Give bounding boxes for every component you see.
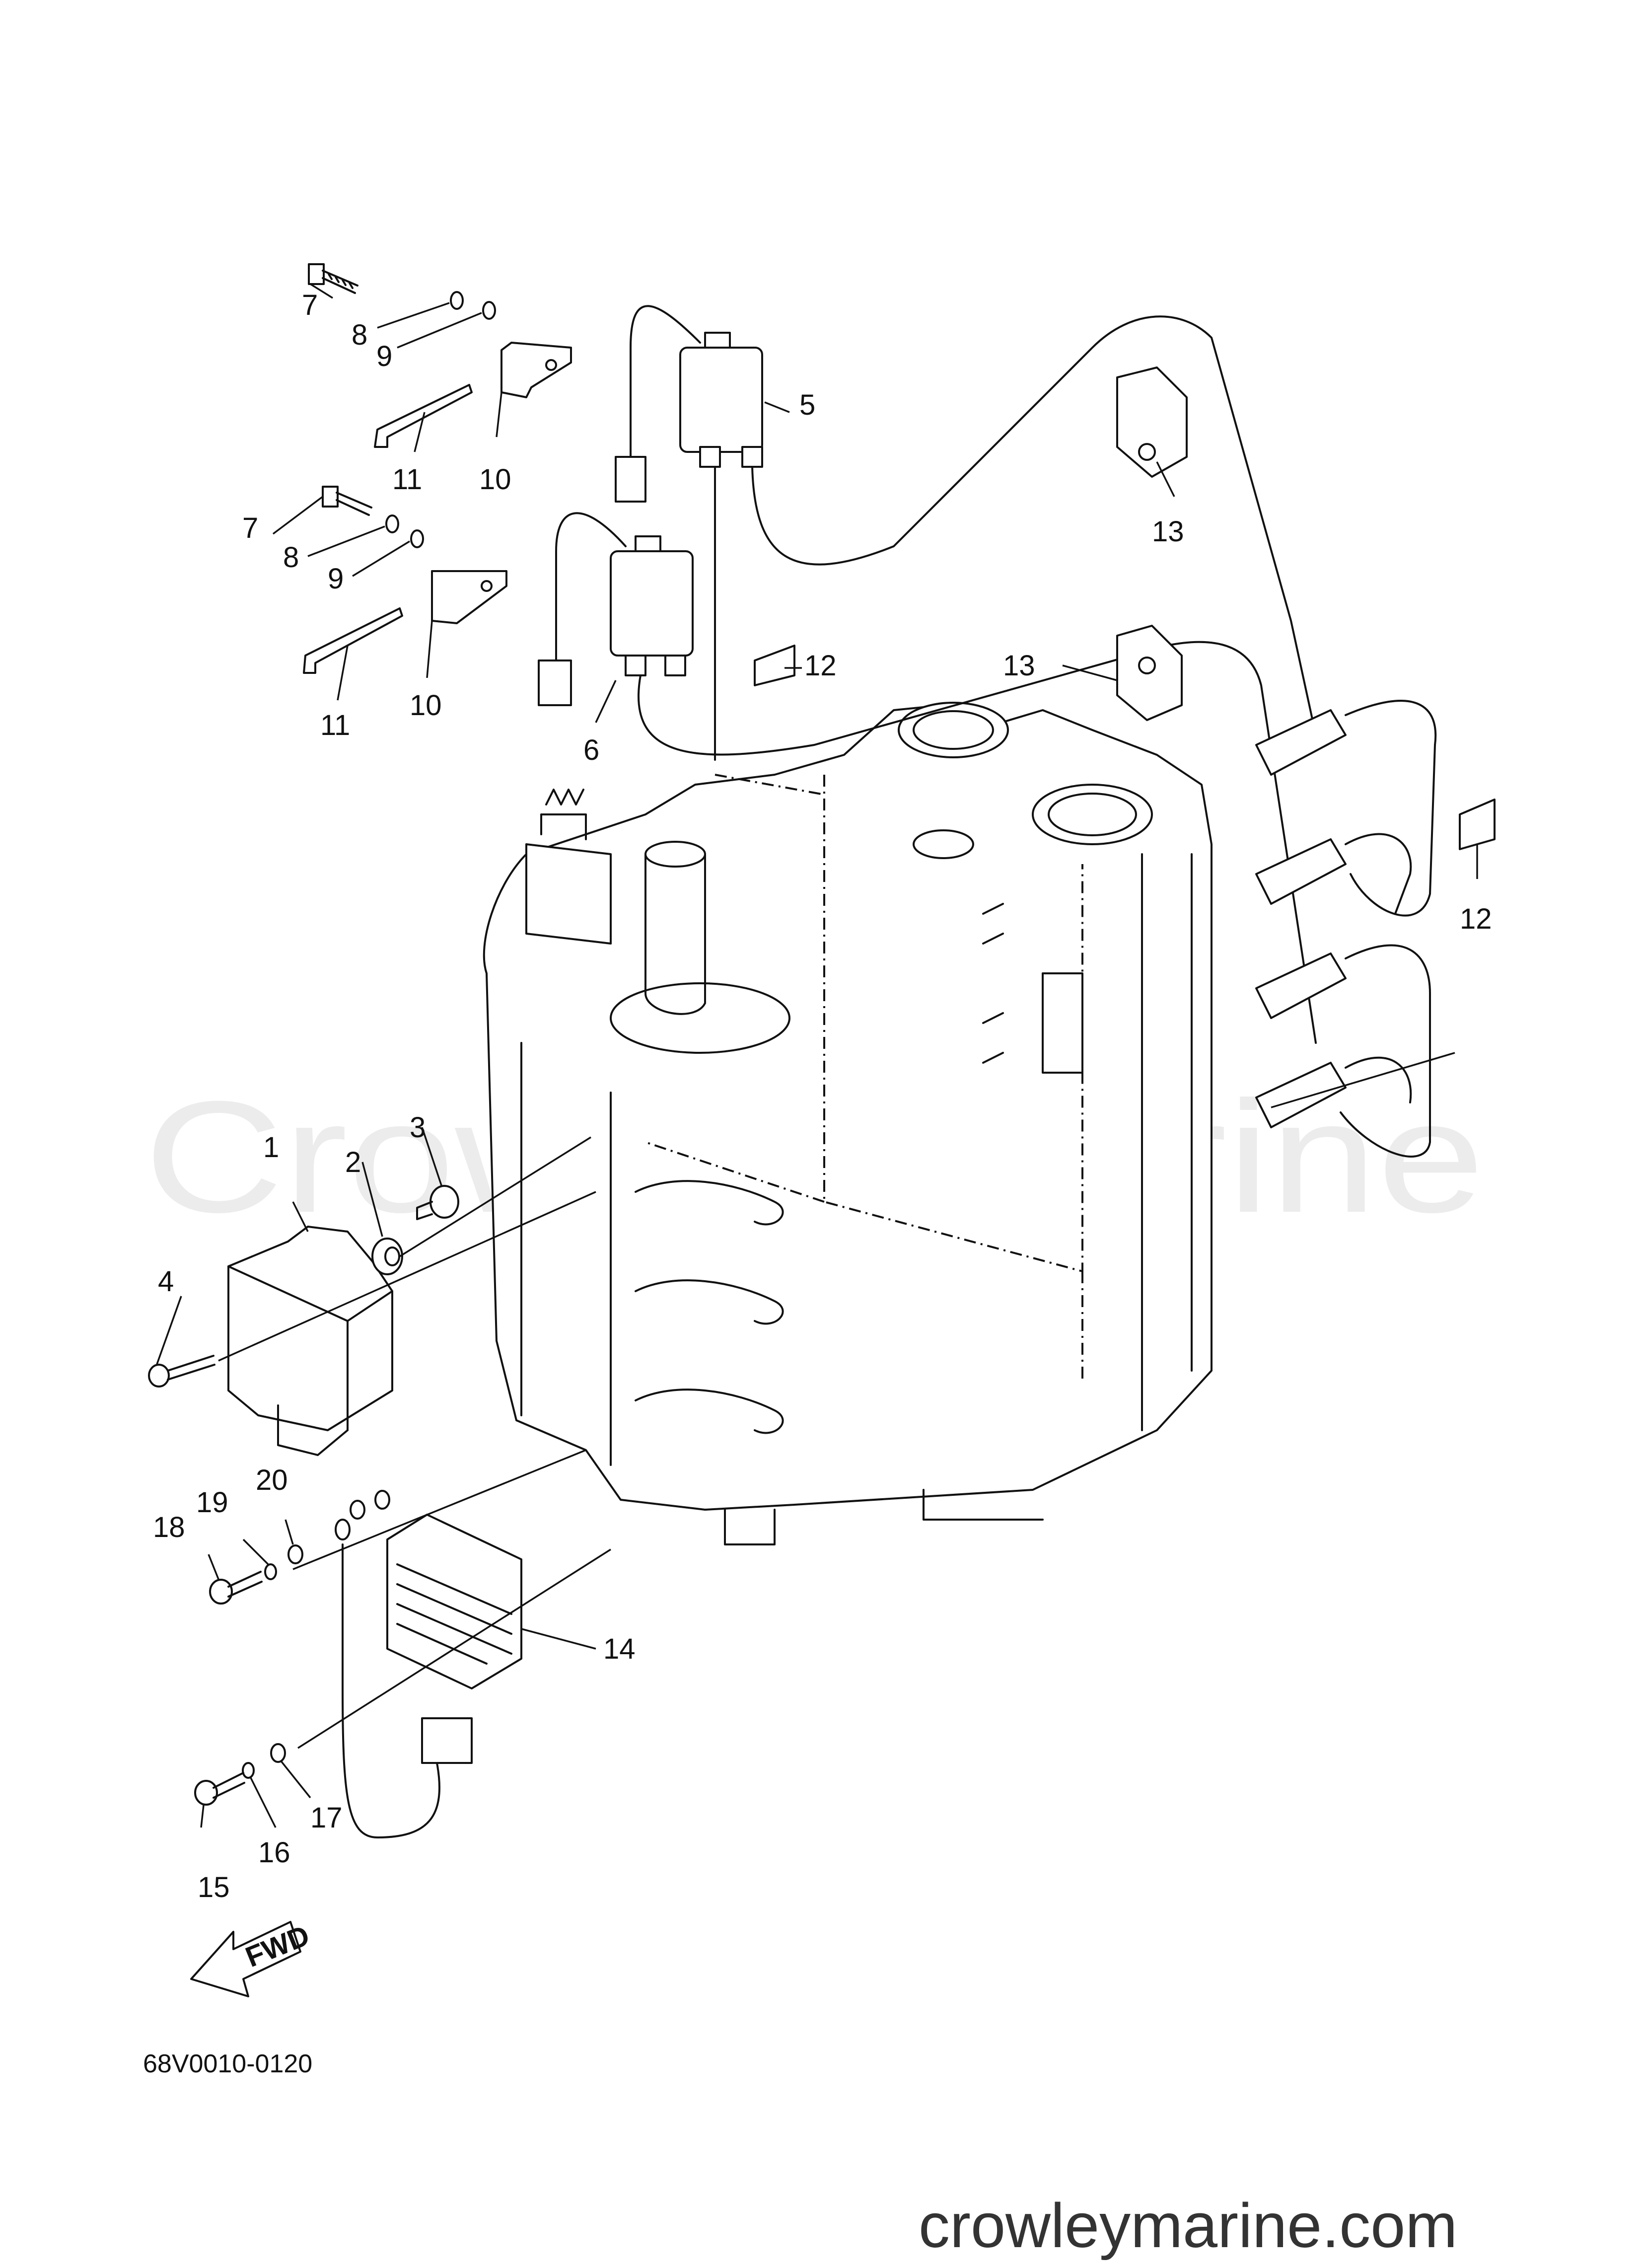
bolt-upper bbox=[308, 263, 358, 294]
grommet bbox=[371, 1238, 403, 1275]
callout-10-upper: 10 bbox=[479, 463, 511, 496]
coil-bracket-lower bbox=[431, 570, 507, 624]
callout-13-upper: 13 bbox=[1152, 515, 1184, 548]
washers bbox=[385, 291, 496, 548]
callout-3: 3 bbox=[410, 1111, 426, 1144]
callout-19: 19 bbox=[196, 1486, 228, 1519]
callout-16: 16 bbox=[258, 1836, 290, 1869]
callout-10-lower: 10 bbox=[410, 689, 442, 722]
callout-17: 17 bbox=[310, 1802, 343, 1834]
callout-6: 6 bbox=[583, 734, 599, 766]
callout-12-upper: 12 bbox=[804, 650, 837, 682]
callout-7-upper: 7 bbox=[302, 289, 318, 321]
callout-7-lower: 7 bbox=[242, 512, 258, 544]
callout-9-upper: 9 bbox=[376, 340, 392, 372]
website-url: crowleymarine.com bbox=[919, 2191, 1457, 2261]
callout-labels: 7 8 9 10 11 5 13 7 8 9 12 13 10 11 6 12 … bbox=[153, 289, 1492, 1903]
callout-12-lower: 12 bbox=[1460, 903, 1492, 935]
collar bbox=[416, 1185, 459, 1220]
bracket-tabs bbox=[350, 1490, 390, 1520]
coil-holders bbox=[1116, 366, 1188, 721]
coil-bracket-upper bbox=[500, 342, 572, 398]
diagram-part-code: 68V0010-0120 bbox=[143, 2049, 312, 2078]
cdi-unit bbox=[227, 1226, 393, 1456]
callout-1: 1 bbox=[263, 1131, 279, 1164]
callout-13-lower: 13 bbox=[1003, 650, 1035, 682]
callout-2: 2 bbox=[345, 1146, 361, 1178]
spark-plug-caps bbox=[1255, 700, 1437, 1158]
callout-4: 4 bbox=[158, 1265, 174, 1298]
callout-5: 5 bbox=[799, 389, 815, 421]
callout-8-upper: 8 bbox=[352, 319, 367, 351]
callout-20: 20 bbox=[256, 1464, 288, 1496]
callout-18: 18 bbox=[153, 1511, 185, 1543]
cdi-bolt bbox=[148, 1355, 215, 1388]
wire-clamps bbox=[754, 645, 1496, 850]
callout-11-upper: 11 bbox=[392, 463, 422, 496]
ignition-coil-upper bbox=[615, 305, 1317, 761]
engine-block bbox=[483, 702, 1213, 1545]
callout-14: 14 bbox=[603, 1633, 636, 1665]
callout-11-lower: 11 bbox=[320, 709, 350, 741]
leader-lines bbox=[155, 283, 1478, 1828]
regulator-hardware bbox=[194, 1544, 303, 1806]
callout-9-lower: 9 bbox=[328, 563, 344, 595]
fwd-arrow: FWD bbox=[190, 1919, 314, 1997]
callout-15: 15 bbox=[198, 1871, 230, 1903]
rectifier-regulator bbox=[335, 1514, 522, 1838]
bolt-lower bbox=[322, 486, 372, 516]
ignition-coil-lower bbox=[538, 512, 1317, 1044]
callout-8-lower: 8 bbox=[283, 541, 299, 574]
